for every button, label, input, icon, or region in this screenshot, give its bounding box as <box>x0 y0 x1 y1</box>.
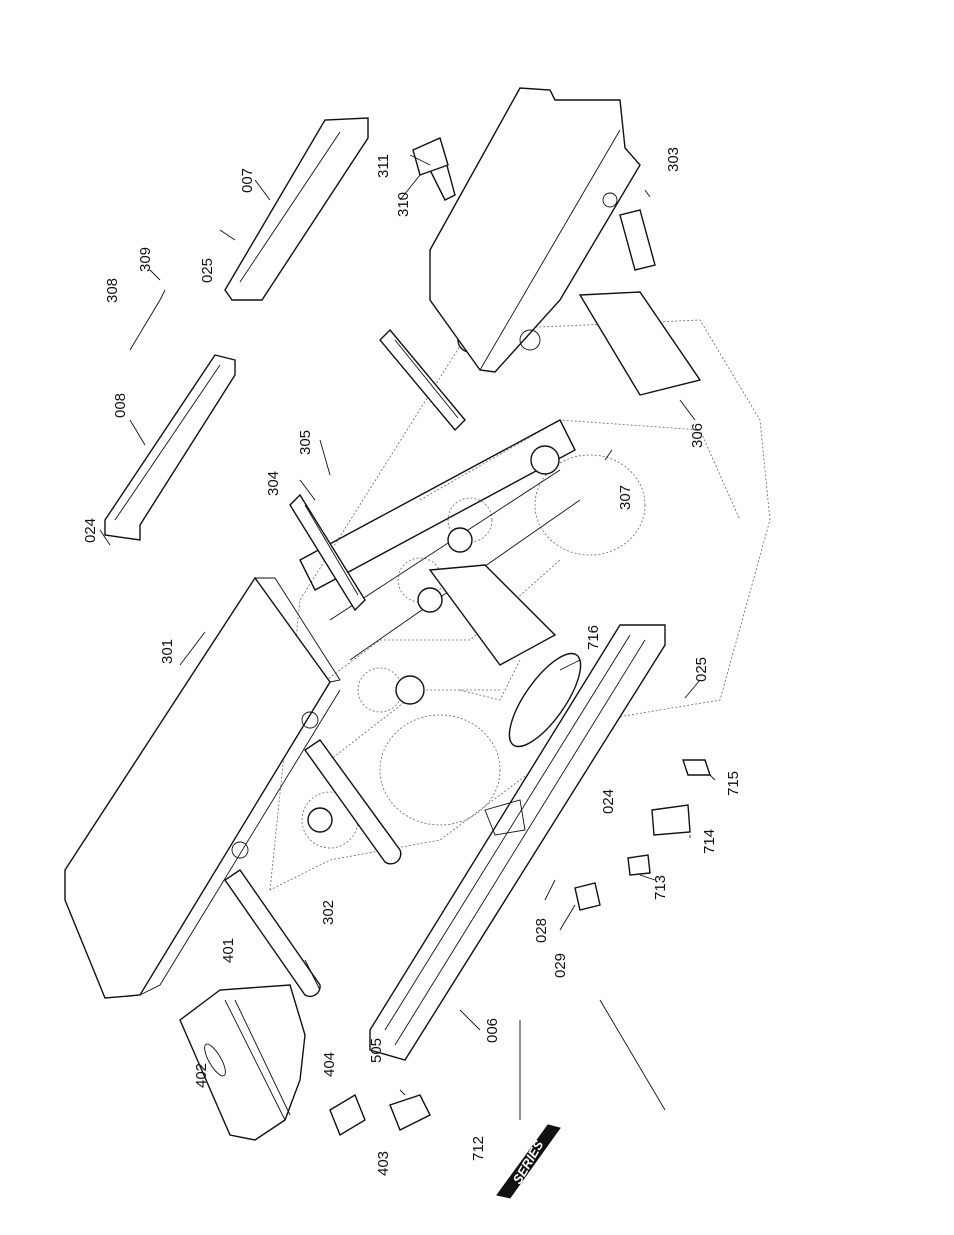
spring-404 <box>329 1093 366 1137</box>
plate-center <box>428 564 557 666</box>
callout-302: 302 <box>320 900 337 925</box>
callout-306: 306 <box>689 423 706 448</box>
callout-309: 309 <box>137 247 154 272</box>
callout-311: 311 <box>375 154 392 178</box>
callout-307: 307 <box>617 485 634 510</box>
callout-006: 006 <box>484 1018 501 1043</box>
guard-strip-304 <box>289 493 366 612</box>
bushing-403 <box>389 1094 431 1131</box>
knob-310 <box>412 137 456 201</box>
outfeed-table <box>429 87 641 373</box>
callout-025b: 025 <box>693 657 710 682</box>
callout-403: 403 <box>375 1151 392 1176</box>
callout-310: 310 <box>395 192 412 217</box>
knob-029 <box>574 882 601 911</box>
callout-025a: 025 <box>199 258 216 283</box>
callout-712: 712 <box>470 1136 487 1161</box>
label-714 <box>651 804 691 836</box>
callout-024b: 024 <box>600 789 617 814</box>
callout-304: 304 <box>265 471 282 496</box>
infeed-table-301 <box>64 576 341 999</box>
callout-labels: 301 302 401 402 404 505 403 712 006 028 … <box>82 147 742 1176</box>
callout-401: 401 <box>220 938 237 963</box>
z-series-logo-712: SERIES <box>496 1124 561 1199</box>
callout-303: 303 <box>665 147 682 172</box>
callout-715: 715 <box>725 771 742 796</box>
callout-029: 029 <box>552 953 569 978</box>
label-716-disc <box>508 652 582 748</box>
callout-024a: 024 <box>82 518 99 543</box>
rod-302 <box>224 739 402 998</box>
label-715 <box>682 759 711 776</box>
callout-713: 713 <box>652 875 669 900</box>
fence-rail-007 <box>224 117 369 301</box>
fence-rail-008 <box>104 354 236 541</box>
logo-text: SERIES <box>510 1137 547 1186</box>
cutter-guard-401 <box>179 984 306 1141</box>
callout-404: 404 <box>321 1052 338 1077</box>
leader-lines <box>99 154 716 1120</box>
callout-714: 714 <box>701 829 718 854</box>
callout-028: 028 <box>533 918 550 943</box>
callout-007: 007 <box>239 168 256 193</box>
callout-008: 008 <box>112 393 129 418</box>
guard-strip-upper <box>379 328 466 432</box>
label-713 <box>627 854 651 876</box>
plate-306 <box>578 291 702 396</box>
callout-301: 301 <box>159 639 176 664</box>
front-rail-006 <box>369 624 666 1061</box>
callout-402: 402 <box>193 1063 210 1088</box>
callout-305: 305 <box>297 430 314 455</box>
callout-505: 505 <box>368 1038 385 1063</box>
knob-lower <box>619 209 656 271</box>
callout-308: 308 <box>104 278 121 303</box>
spring-308 <box>129 289 166 351</box>
callout-716: 716 <box>585 625 602 650</box>
